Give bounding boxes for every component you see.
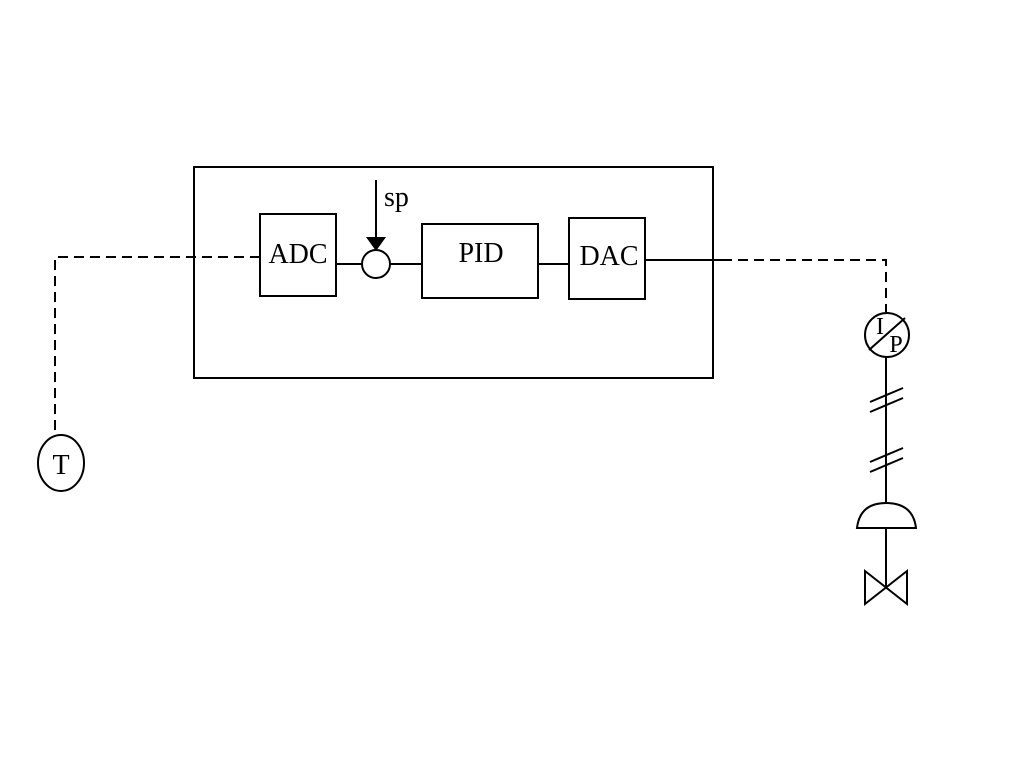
output-signal-line xyxy=(722,259,887,312)
transmitter-signal-line xyxy=(54,256,260,436)
transmitter-label: T xyxy=(52,450,69,481)
temperature-transmitter: T xyxy=(37,434,85,492)
converter-input-label: I xyxy=(876,314,884,340)
pneumatic-hatch-lower xyxy=(869,447,904,473)
setpoint-label: sp xyxy=(384,182,409,213)
controller-box xyxy=(193,166,714,379)
pid-label: PID xyxy=(458,238,503,269)
converter-output-label: P xyxy=(889,332,902,358)
summing-junction xyxy=(361,249,391,279)
setpoint-arrow: sp xyxy=(366,180,409,251)
adc-label: ADC xyxy=(268,239,327,270)
pneumatic-hatch-upper xyxy=(869,387,904,413)
control-valve xyxy=(864,568,908,607)
adc-block: ADC xyxy=(259,213,337,297)
dac-block: DAC xyxy=(568,217,646,300)
ip-converter: I P xyxy=(864,312,910,358)
dac-label: DAC xyxy=(579,241,638,272)
diaphragm-actuator xyxy=(855,501,918,529)
pid-block: PID xyxy=(421,223,539,299)
